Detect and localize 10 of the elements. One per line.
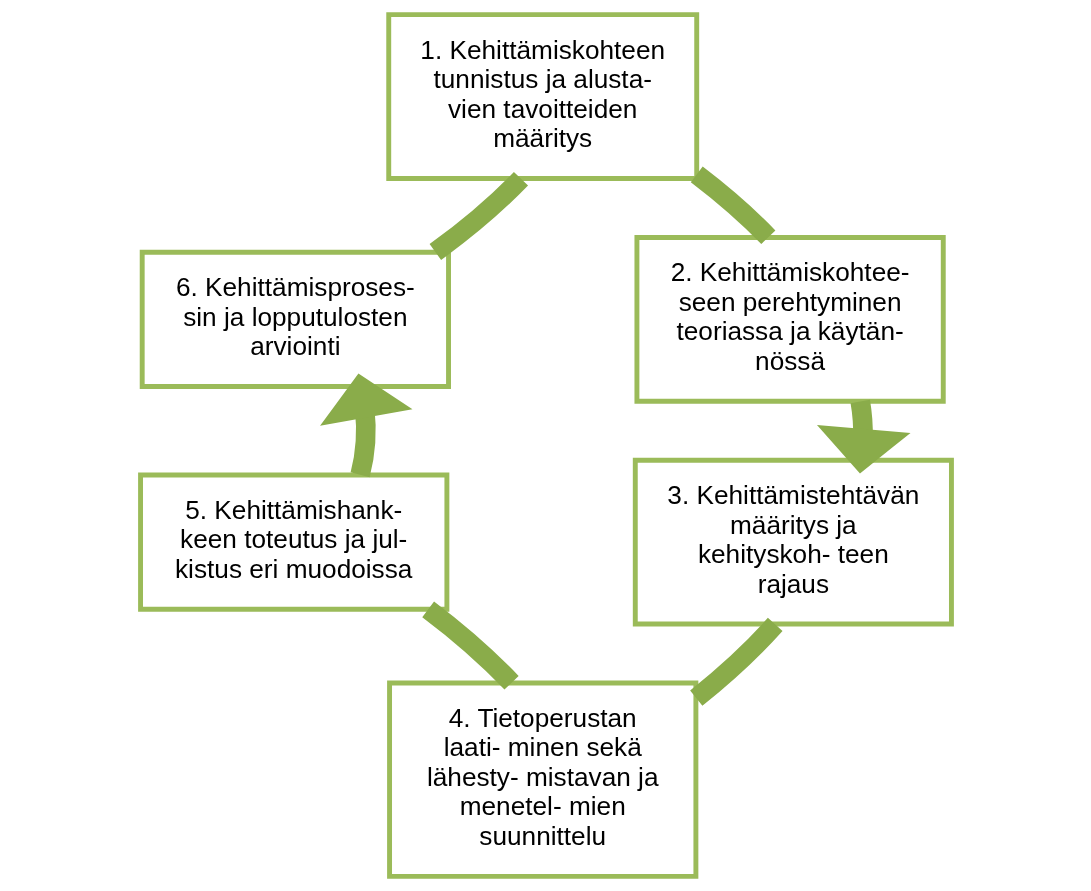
node-box: 4. Tietoperustan laati- minen sekä lähesty- mistavan ja menetel- mien suunnittelu: [386, 680, 698, 879]
node-box: 1. Kehittämiskohteen tunnistus ja alusta- vien tavoitteiden määritys: [385, 12, 699, 181]
node-box: 3. Kehittämistehtävän määritys ja kehityskoh- teen rajaus: [632, 457, 954, 627]
connector: [689, 617, 782, 706]
connector: [429, 171, 528, 260]
node-box: 2. Kehittämiskohtee- seen perehtyminen teoriassa ja käytän- nössä: [633, 235, 946, 404]
connector: [690, 166, 775, 245]
connector: [421, 601, 519, 690]
node-box: 5. Kehittämishank- keen toteutus ja jul- kistus eri muodoissa: [137, 472, 449, 612]
node-box: 6. Kehittämisproses- sin ja lopputulosten arviointi: [139, 249, 451, 389]
